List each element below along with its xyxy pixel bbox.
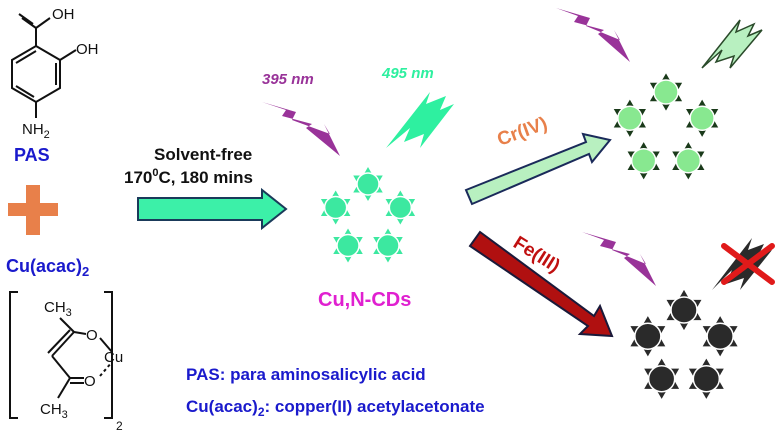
fe-quenched-lightning-icon [712,238,772,290]
condition-line2: 1700C, 180 mins [124,167,253,187]
ch-c-bond [51,355,71,379]
pas-structure [11,13,77,118]
cuacac-o-top: O [86,327,98,344]
cdot [376,233,400,258]
emission-label: 495 nm [381,65,434,82]
cdot [634,322,662,351]
cuacac-ch3-bottom: CH3 [40,401,68,421]
cuacac-structure [9,291,113,419]
cdot [617,105,643,132]
cdot [653,79,679,105]
emission-lightning-icon [386,92,454,148]
c-o-top-bond [73,331,87,335]
cdots-cluster-lightgreen [613,73,719,180]
cdot [689,105,715,132]
pas-double-bond [15,85,35,98]
cdot [692,364,721,393]
quench-x-icon [721,243,775,285]
cr-emission-lightning-icon [701,19,763,69]
cc-double-bond [47,329,71,354]
o-cu-bond [99,337,113,353]
right-bracket [104,291,113,419]
pas-oh-bond [35,17,51,29]
plus-icon [8,185,58,235]
pas-double-bond [15,50,37,64]
cc-bond [51,331,75,357]
cr-arrow [464,132,612,206]
pas-oh-side-bond [59,49,77,61]
ch3-bottom-bond [57,377,71,399]
cdot [675,147,702,174]
cdot [356,172,380,196]
cdot [647,364,676,393]
pas-oh-top: OH [52,6,75,23]
pas-carbonyl [21,17,37,29]
condition-line1: Solvent-free [154,145,252,164]
cdot [336,233,360,258]
cdot [670,296,698,324]
pas-carbonyl [18,13,34,25]
cuacac-cu: Cu [104,349,123,366]
product-label: Cu,N-CDs [318,289,411,311]
cr-excitation-lightning-icon [556,8,630,62]
cuacac-bracket-sub: 2 [116,419,123,433]
pas-nh2: NH2 [22,121,50,141]
pas-name: PAS [14,145,50,165]
pas-benzene-ring [11,44,61,104]
legend-line1: PAS: para aminosalicylic acid [186,365,426,384]
cr-label: Cr(IV) [495,113,551,150]
fe-excitation-lightning-icon [582,232,656,286]
excitation-label: 395 nm [262,71,314,88]
cdot [630,147,657,174]
cdot [323,195,348,220]
legend-line2: Cu(acac)2: copper(II) acetylacetonate [186,397,485,419]
pas-oh-side: OH [76,41,99,58]
cuacac-ch3-top: CH3 [44,299,72,319]
excitation-lightning-icon [262,102,340,156]
cuacac-o-bottom: O [84,373,96,390]
cdot [388,195,413,220]
cdots-cluster-dark [630,289,738,399]
left-bracket [9,291,18,419]
fe-arrow [468,230,614,338]
cuacac-name: Cu(acac)2 [6,256,89,279]
ch3-top-bond [59,317,75,333]
cdot [706,322,734,351]
cdots-cluster-green [320,166,416,263]
reaction-arrow [137,187,288,231]
